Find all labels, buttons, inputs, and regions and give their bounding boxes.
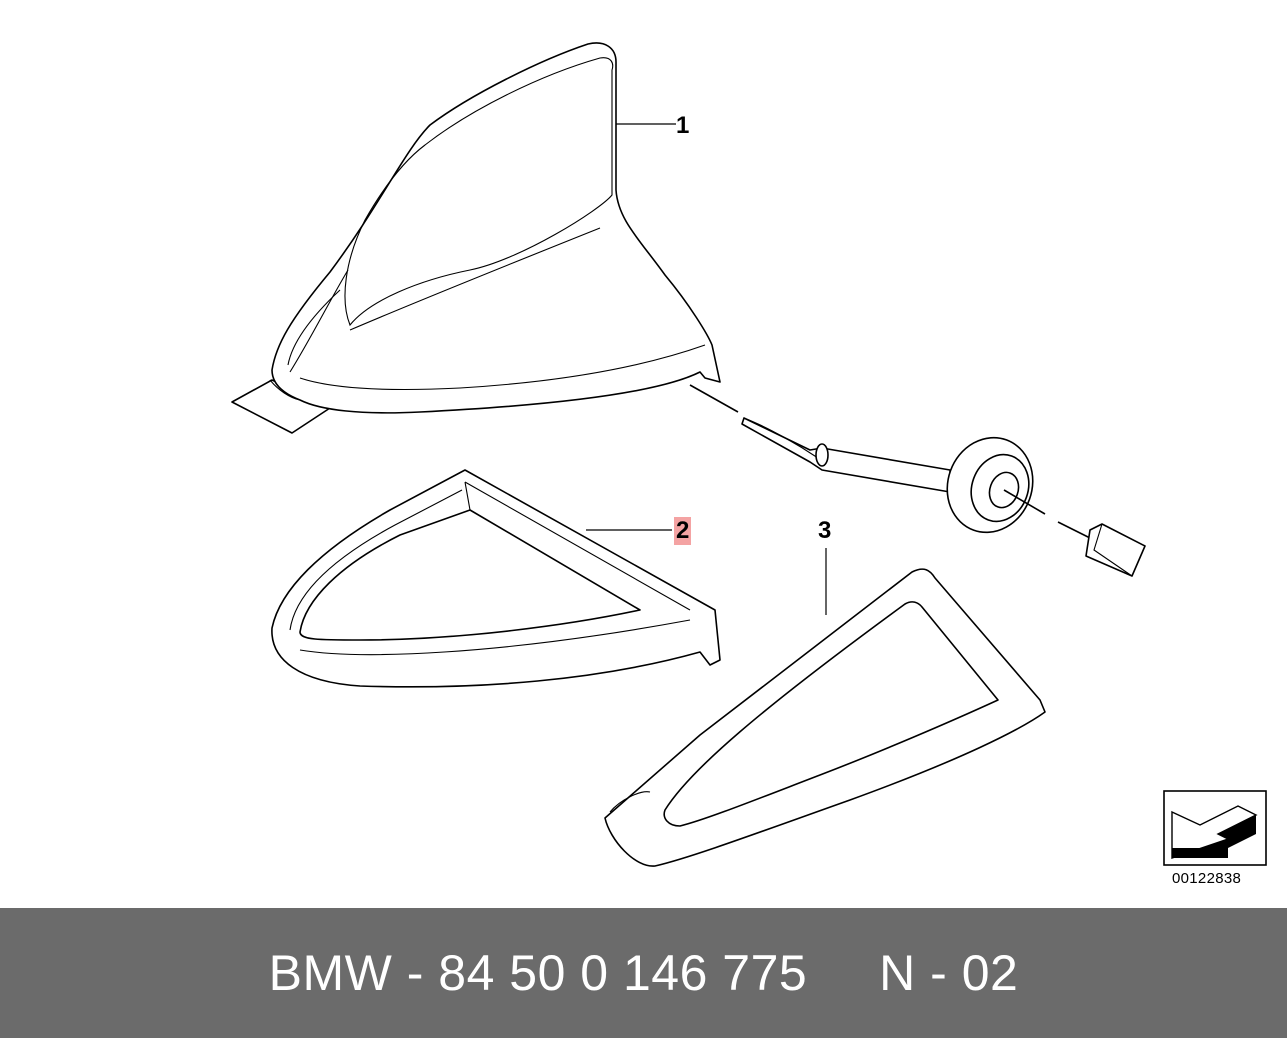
parts-diagram: 1 2 3 00122838 [231, 42, 1267, 887]
leader-lines [586, 123, 827, 615]
diagram-reference-number: 00122838 [1172, 870, 1242, 887]
callout-label-3[interactable]: 3 [818, 517, 832, 544]
gasket-frame-part-2[interactable] [271, 469, 721, 688]
diagram-drawing [231, 42, 1267, 867]
callout-label-2-highlighted[interactable]: 2 [674, 517, 692, 545]
footer-bar: BMW - 84 50 0 146 775 N - 02 [0, 908, 1287, 1038]
base-plate-part-3[interactable] [604, 568, 1046, 867]
antenna-cable-assembly[interactable] [689, 384, 1146, 577]
antenna-housing-part-1[interactable] [231, 42, 721, 434]
callout-label-1[interactable]: 1 [676, 112, 690, 139]
front-direction-arrow-icon [1163, 790, 1267, 866]
part-number-caption: BMW - 84 50 0 146 775 N - 02 [268, 945, 1019, 1001]
